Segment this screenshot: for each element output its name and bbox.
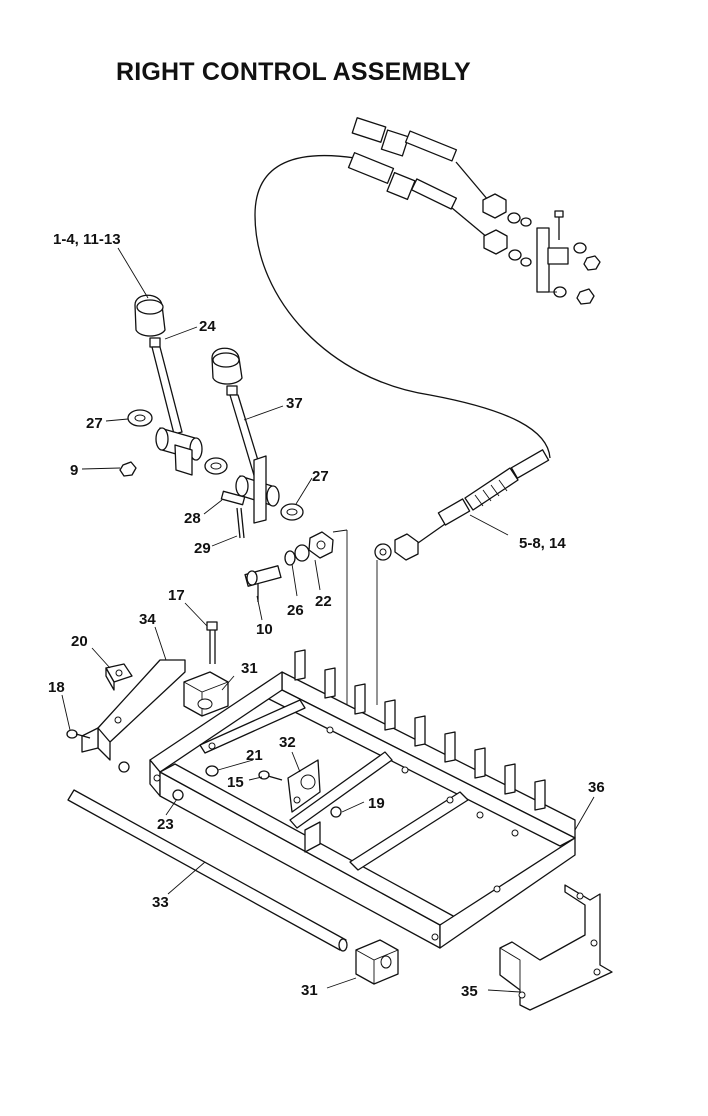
callout-37: 37 [286,395,303,412]
callout-21: 21 [246,747,263,764]
right-control-lever [204,347,304,539]
bolt-and-clamp-upper [183,621,229,717]
callout-23: 23 [157,816,174,833]
callout-15: 15 [227,774,244,791]
left-control-lever [119,294,203,477]
bracket-assembly-left [66,659,186,761]
callout-22: 22 [315,593,332,610]
callout-10: 10 [256,621,273,638]
callout-28: 28 [184,510,201,527]
leader-lines [61,247,595,993]
callout-31-upper: 31 [241,660,258,677]
callout-27-upper: 27 [86,415,103,432]
callout-labels: 1-4, 11-13 24 37 27 27 9 28 29 26 22 10 … [48,231,605,1000]
callout-34: 34 [139,611,156,628]
bracket-32 [205,759,342,853]
control-cables [254,117,601,459]
clevis-and-nuts [244,529,348,602]
pivot-rod [67,761,348,952]
callout-26: 26 [287,602,304,619]
callout-33: 33 [152,894,169,911]
callout-29: 29 [194,540,211,557]
callout-36: 36 [588,779,605,796]
callout-20: 20 [71,633,88,650]
page-title: RIGHT CONTROL ASSEMBLY [116,58,471,86]
bracket-35 [499,884,613,1011]
callout-31-lower: 31 [301,982,318,999]
callout-1-4-11-13: 1-4, 11-13 [53,231,121,248]
callout-24: 24 [199,318,216,335]
callout-35: 35 [461,983,478,1000]
callout-9: 9 [70,462,78,479]
callout-18: 18 [48,679,65,696]
callout-32: 32 [279,734,296,751]
callout-5-8-14: 5-8, 14 [519,535,566,552]
callout-27-lower: 27 [312,468,329,485]
callout-17: 17 [168,587,185,604]
clamp-lower [355,939,399,985]
callout-19: 19 [368,795,385,812]
cable-end-fitting [346,449,550,712]
